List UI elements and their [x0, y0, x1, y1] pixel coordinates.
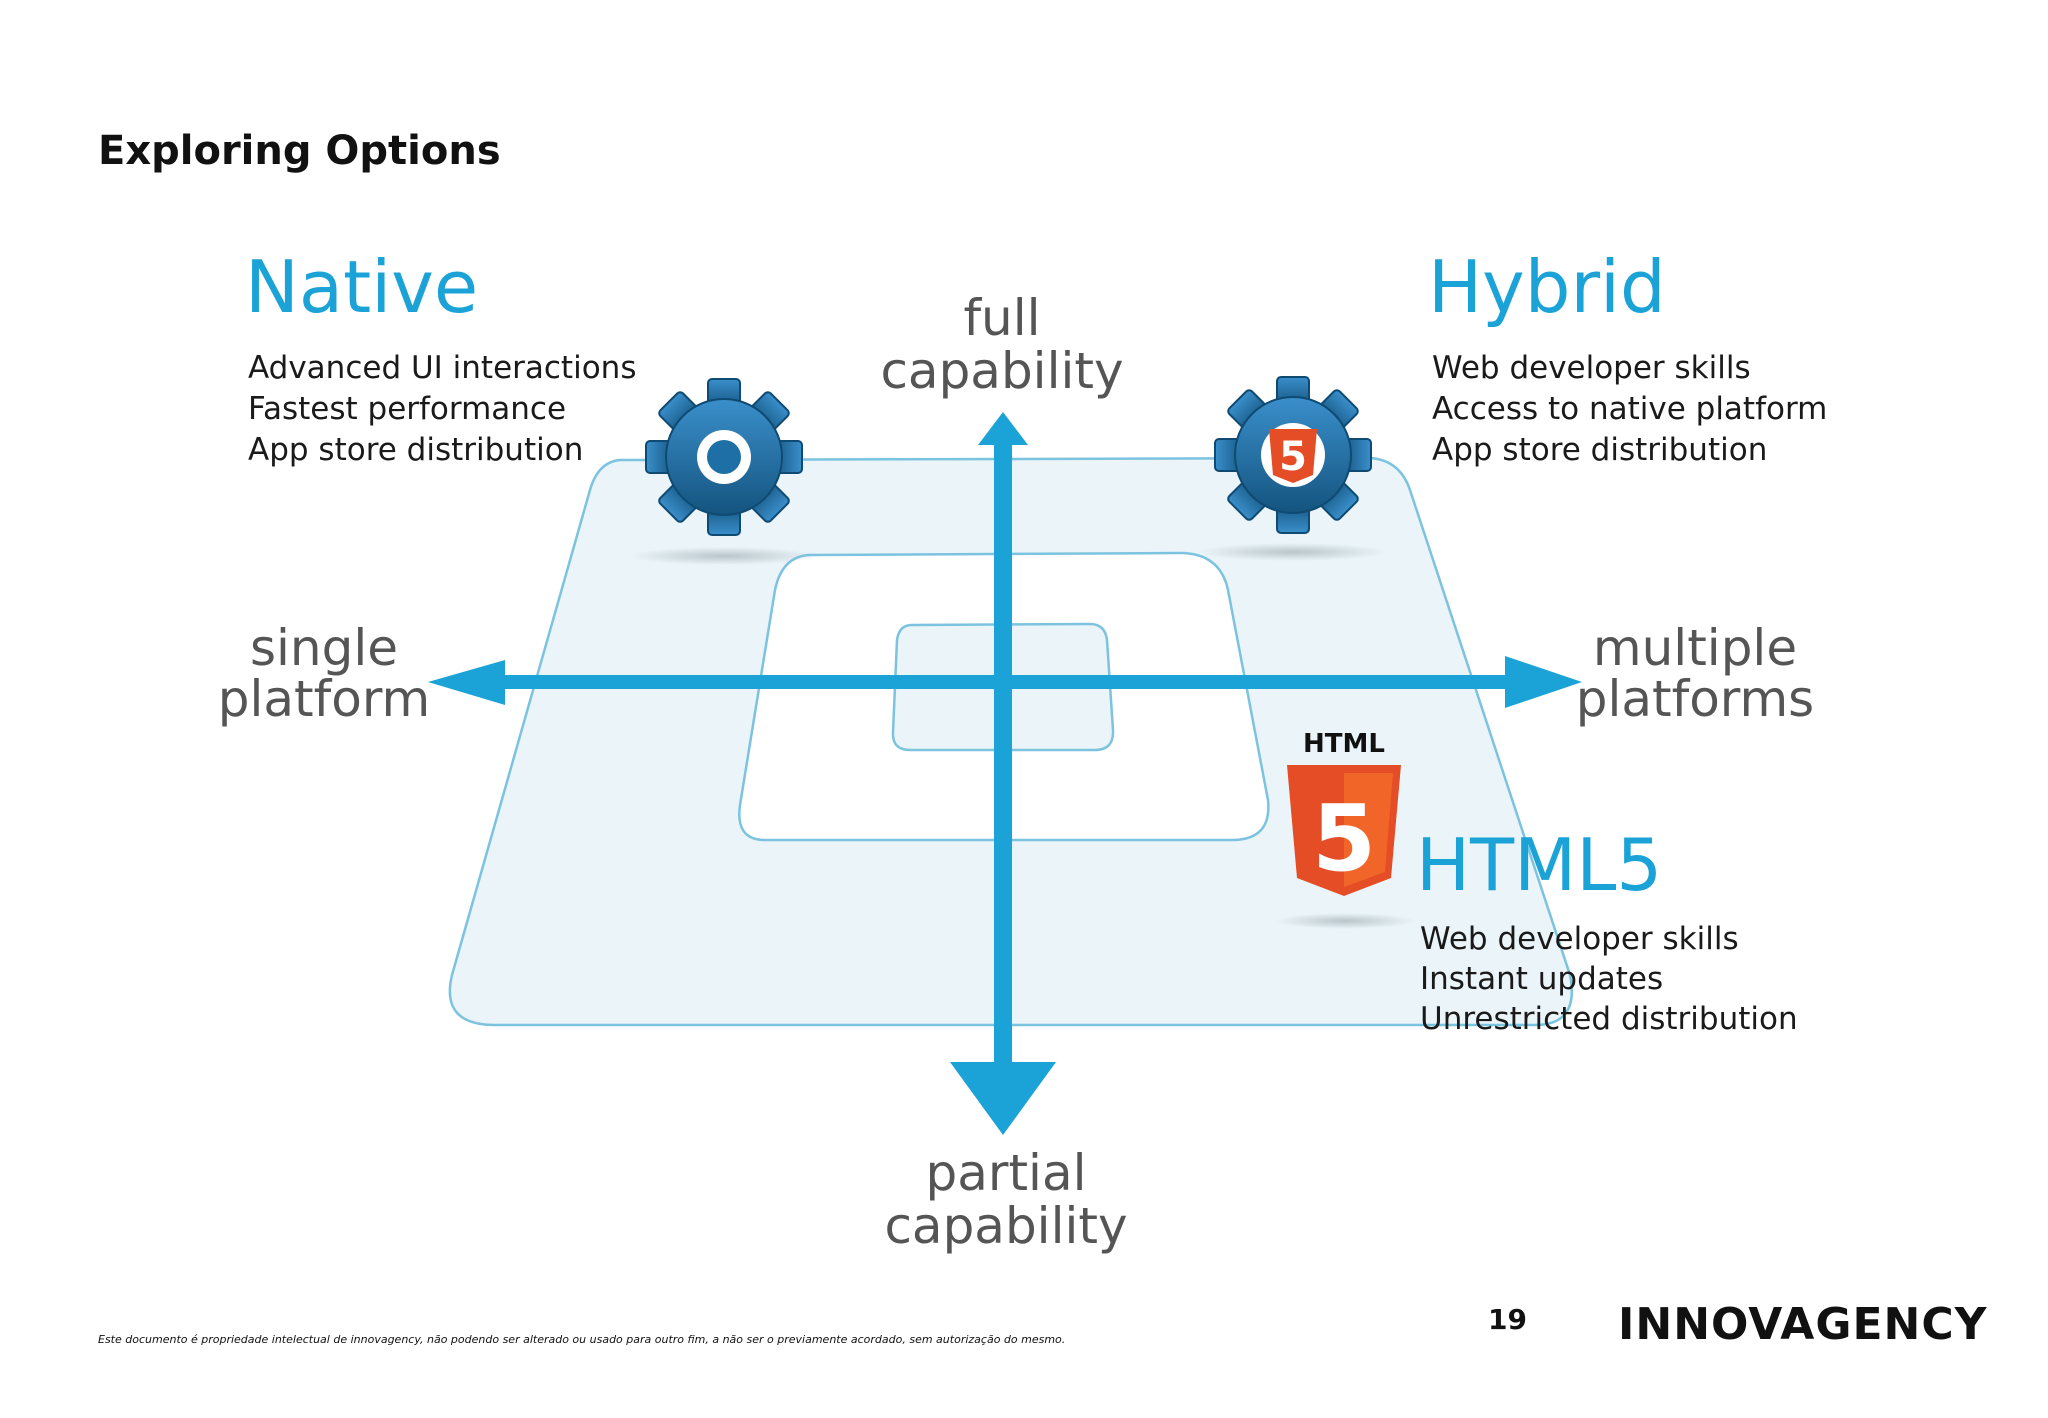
- axis-label-top: full capability: [880, 289, 1123, 400]
- html5-title: HTML5: [1416, 823, 1662, 907]
- footer-disclaimer: Este documento é propriedade intelectual…: [98, 1333, 1066, 1346]
- axis-label-bottom-line: partial: [926, 1144, 1087, 1202]
- html5-logo-badge: 5: [1312, 785, 1376, 892]
- page-number: 19: [1488, 1303, 1527, 1336]
- html5-shield-icon: HTML 5: [1287, 729, 1401, 896]
- page-title: Exploring Options: [98, 128, 501, 174]
- native-feature: Advanced UI interactions: [248, 350, 636, 386]
- html5-feature: Instant updates: [1420, 961, 1663, 997]
- html5-quadrant: HTML5 Web developer skills Instant updat…: [1416, 823, 1798, 1037]
- hybrid-feature: Web developer skills: [1432, 350, 1751, 386]
- axis-label-top-line: capability: [880, 342, 1123, 400]
- axis-label-right: multiple platforms: [1576, 619, 1815, 728]
- native-feature: App store distribution: [248, 432, 583, 468]
- hybrid-icon-shadow: [1198, 543, 1388, 561]
- hybrid-feature: Access to native platform: [1432, 391, 1827, 427]
- native-quadrant: Native Advanced UI interactions Fastest …: [245, 245, 636, 468]
- native-title: Native: [245, 245, 478, 329]
- native-feature: Fastest performance: [248, 391, 566, 427]
- native-icon-shadow: [629, 547, 819, 565]
- axis-label-bottom: partial capability: [884, 1144, 1127, 1255]
- axis-label-right-line: multiple: [1593, 619, 1797, 677]
- hybrid-quadrant: Hybrid Web developer skills Access to na…: [1428, 245, 1827, 468]
- axis-label-bottom-line: capability: [884, 1197, 1127, 1255]
- vertical-axis-arrow: [950, 412, 1056, 1135]
- hybrid-html5-badge: 5: [1279, 434, 1307, 480]
- hybrid-feature: App store distribution: [1432, 432, 1767, 468]
- gear-html5-icon: 5: [1214, 376, 1372, 534]
- html5-feature: Unrestricted distribution: [1420, 1001, 1798, 1037]
- html5-feature: Web developer skills: [1420, 921, 1739, 957]
- html5-logo-label: HTML: [1303, 729, 1385, 759]
- hybrid-title: Hybrid: [1428, 245, 1666, 329]
- axis-label-left-line: single: [250, 619, 398, 677]
- axis-label-left-line: platform: [218, 670, 430, 728]
- axis-label-right-line: platforms: [1576, 670, 1815, 728]
- axis-label-left: single platform: [218, 619, 430, 728]
- axis-label-top-line: full: [963, 289, 1040, 347]
- html5-icon-shadow: [1275, 913, 1415, 929]
- brand-logo: INNOVAGENCY: [1618, 1299, 1988, 1350]
- gear-icon: [645, 378, 803, 536]
